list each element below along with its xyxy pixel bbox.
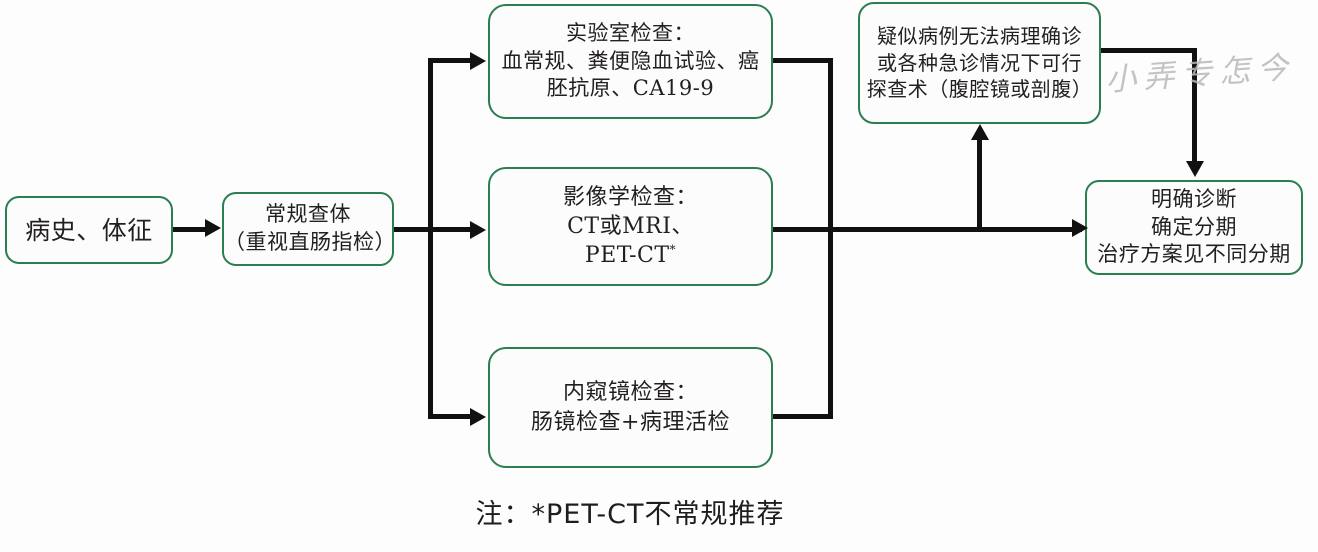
node-suspected-case-line-1: 疑似病例无法病理确诊 [877, 24, 1082, 49]
node-final-diagnosis-line-3: 治疗方案见不同分期 [1097, 242, 1291, 267]
node-history[interactable]: 病史、体征 [5, 196, 173, 264]
footnote-pet-ct: 注：*PET-CT不常规推荐 [475, 499, 785, 530]
node-suspected-case-exploration-text: 疑似病例无法病理确诊 或各种急诊情况下可行 探查术（腹腔镜或剖腹） [860, 23, 1099, 102]
arrowhead-branch-to-endoscopy [470, 408, 486, 426]
connector-merge-trunk-right [828, 58, 833, 419]
arrowhead-branch-to-imaging [470, 221, 486, 239]
node-imaging-exam-line-3-main: PET-CT [584, 243, 670, 269]
node-suspected-case-exploration[interactable]: 疑似病例无法病理确诊 或各种急诊情况下可行 探查术（腹腔镜或剖腹） [858, 2, 1101, 124]
connector-branch-to-imaging [428, 227, 472, 232]
node-physical-exam[interactable]: 常规查体 （重视直肠指检） [222, 192, 396, 266]
node-endoscopy-exam-line-1: 内窥镜检查： [562, 380, 698, 406]
node-endoscopy-exam-line-2: 肠镜检查+病理活检 [531, 409, 730, 435]
connector-branch-to-lab [428, 58, 472, 63]
connector-physical-to-branch [394, 227, 432, 232]
node-endoscopy-exam-text: 内窥镜检查： 肠镜检查+病理活检 [490, 378, 771, 436]
node-physical-exam-text: 常规查体 （重视直肠指检） [224, 201, 396, 256]
arrowhead-merge-to-diagnosis [1072, 219, 1088, 237]
node-laboratory-exam[interactable]: 实验室检查： 血常规、粪便隐血试验、癌 胚抗原、CA19-9 [488, 4, 773, 119]
node-imaging-exam-line-3: PET-CT* [490, 241, 771, 270]
node-final-diagnosis-text: 明确诊断 确定分期 治疗方案见不同分期 [1087, 186, 1301, 269]
node-suspected-case-line-2: 或各种急诊情况下可行 [877, 50, 1082, 75]
node-physical-exam-line-1: 常规查体 [265, 202, 351, 227]
arrowhead-history-to-physical [205, 219, 221, 237]
node-imaging-exam[interactable]: 影像学检查： CT或MRI、 PET-CT* [488, 167, 773, 286]
connector-suspected-to-diagnosis-vertical [1192, 48, 1197, 161]
node-history-text: 病史、体征 [7, 214, 171, 247]
node-history-line-1: 病史、体征 [25, 215, 153, 245]
node-physical-exam-line-2: （重视直肠指检） [224, 230, 396, 254]
node-imaging-exam-line-1: 影像学检查： [562, 184, 698, 210]
node-imaging-exam-line-2: CT或MRI、 [567, 213, 694, 239]
node-final-diagnosis-line-1: 明确诊断 [1151, 186, 1237, 211]
node-laboratory-exam-line-2: 血常规、粪便隐血试验、癌 [501, 48, 760, 73]
node-imaging-exam-text: 影像学检查： CT或MRI、 PET-CT* [490, 183, 771, 270]
connector-lab-to-merge [773, 58, 832, 63]
node-suspected-case-line-3: 探查术（腹腔镜或剖腹） [866, 77, 1093, 102]
node-final-diagnosis[interactable]: 明确诊断 确定分期 治疗方案见不同分期 [1085, 180, 1303, 275]
connector-history-to-physical [173, 227, 207, 232]
connector-endoscopy-to-merge [773, 414, 832, 419]
connector-imaging-to-merge [773, 227, 832, 232]
node-final-diagnosis-line-2: 确定分期 [1151, 214, 1237, 239]
connector-branch-to-endoscopy [428, 414, 472, 419]
node-endoscopy-exam[interactable]: 内窥镜检查： 肠镜检查+病理活检 [488, 347, 773, 468]
connector-suspected-to-diagnosis-horizontal [1101, 48, 1197, 53]
arrowhead-branch-to-lab [470, 52, 486, 70]
connector-branch-trunk-left [428, 60, 433, 419]
node-laboratory-exam-text: 实验室检查： 血常规、粪便隐血试验、癌 胚抗原、CA19-9 [490, 20, 771, 103]
arrowhead-spine-to-suspected [971, 124, 989, 140]
node-laboratory-exam-line-1: 实验室检查： [566, 20, 695, 45]
connector-spine-to-suspected [977, 140, 982, 229]
arrowhead-suspected-to-diagnosis [1186, 161, 1204, 177]
footnote-marker-asterisk: * [669, 242, 677, 257]
node-laboratory-exam-line-3: 胚抗原、CA19-9 [546, 76, 715, 101]
connector-merge-to-diagnosis [828, 227, 1082, 232]
